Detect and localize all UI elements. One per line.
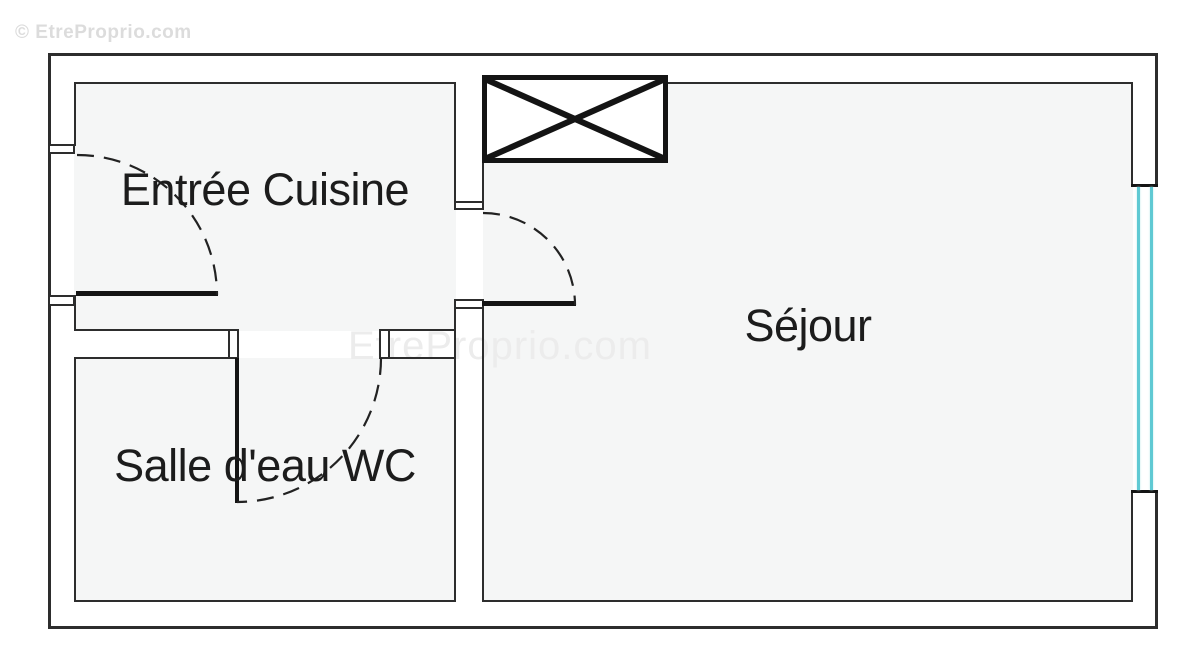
wall-entree-bottom-right xyxy=(388,329,456,331)
wall-entree-right-upper xyxy=(454,82,456,203)
window-glazing-line-inner xyxy=(1150,187,1153,490)
wall-sejour-left-upper xyxy=(482,160,484,203)
wall-sejour-left-lower xyxy=(482,308,484,602)
wall-sejour-bottom xyxy=(482,600,1133,602)
jamb-salle-door-right xyxy=(379,329,390,359)
wall-salle-top-right xyxy=(388,357,456,359)
wall-outer-right-lower xyxy=(1155,491,1158,629)
window-glazing-line-outer xyxy=(1137,187,1140,490)
jamb-entry-door-bottom xyxy=(48,295,75,306)
wall-entree-left-upper xyxy=(74,82,76,146)
wall-salle-left xyxy=(74,357,76,602)
wall-cap-between-left-rooms xyxy=(454,329,456,360)
jamb-entry-door-top xyxy=(48,144,75,154)
room-label-sejour: Séjour xyxy=(744,300,872,351)
wall-outer-top xyxy=(48,53,1158,56)
watermark-top-left: © EtreProprio.com xyxy=(15,22,192,43)
jamb-salle-door-left xyxy=(228,329,239,359)
wall-entree-left-lower xyxy=(74,295,76,331)
duct-cross-icon xyxy=(487,80,663,158)
wall-salle-bottom xyxy=(74,600,456,602)
jamb-sejour-door-bottom xyxy=(454,299,484,309)
wall-salle-top-left xyxy=(74,357,230,359)
wall-outer-bottom xyxy=(48,626,1158,629)
wall-sejour-right-upper xyxy=(1131,82,1133,185)
room-label-salle-eau-wc: Salle d'eau WC xyxy=(114,440,416,491)
watermark-center: EtreProprio.com xyxy=(348,324,652,368)
wall-entree-top xyxy=(74,82,456,84)
door-leaf-entry xyxy=(76,291,218,296)
wall-sejour-right-lower xyxy=(1131,493,1133,602)
wall-entree-right-lower xyxy=(454,300,456,331)
wall-outer-right-upper xyxy=(1155,53,1158,187)
room-label-entree-cuisine: Entrée Cuisine xyxy=(120,164,410,215)
window-sill-tick-top xyxy=(1131,184,1158,187)
window-sill-tick-bottom xyxy=(1131,490,1158,493)
wall-entree-bottom-left xyxy=(74,329,230,331)
wall-salle-right xyxy=(454,357,456,602)
wall-outer-left xyxy=(48,53,51,629)
wall-sejour-top xyxy=(665,82,1133,84)
jamb-sejour-door-top xyxy=(454,201,484,210)
room-fill-sejour xyxy=(483,82,1133,602)
duct-box xyxy=(482,75,668,163)
